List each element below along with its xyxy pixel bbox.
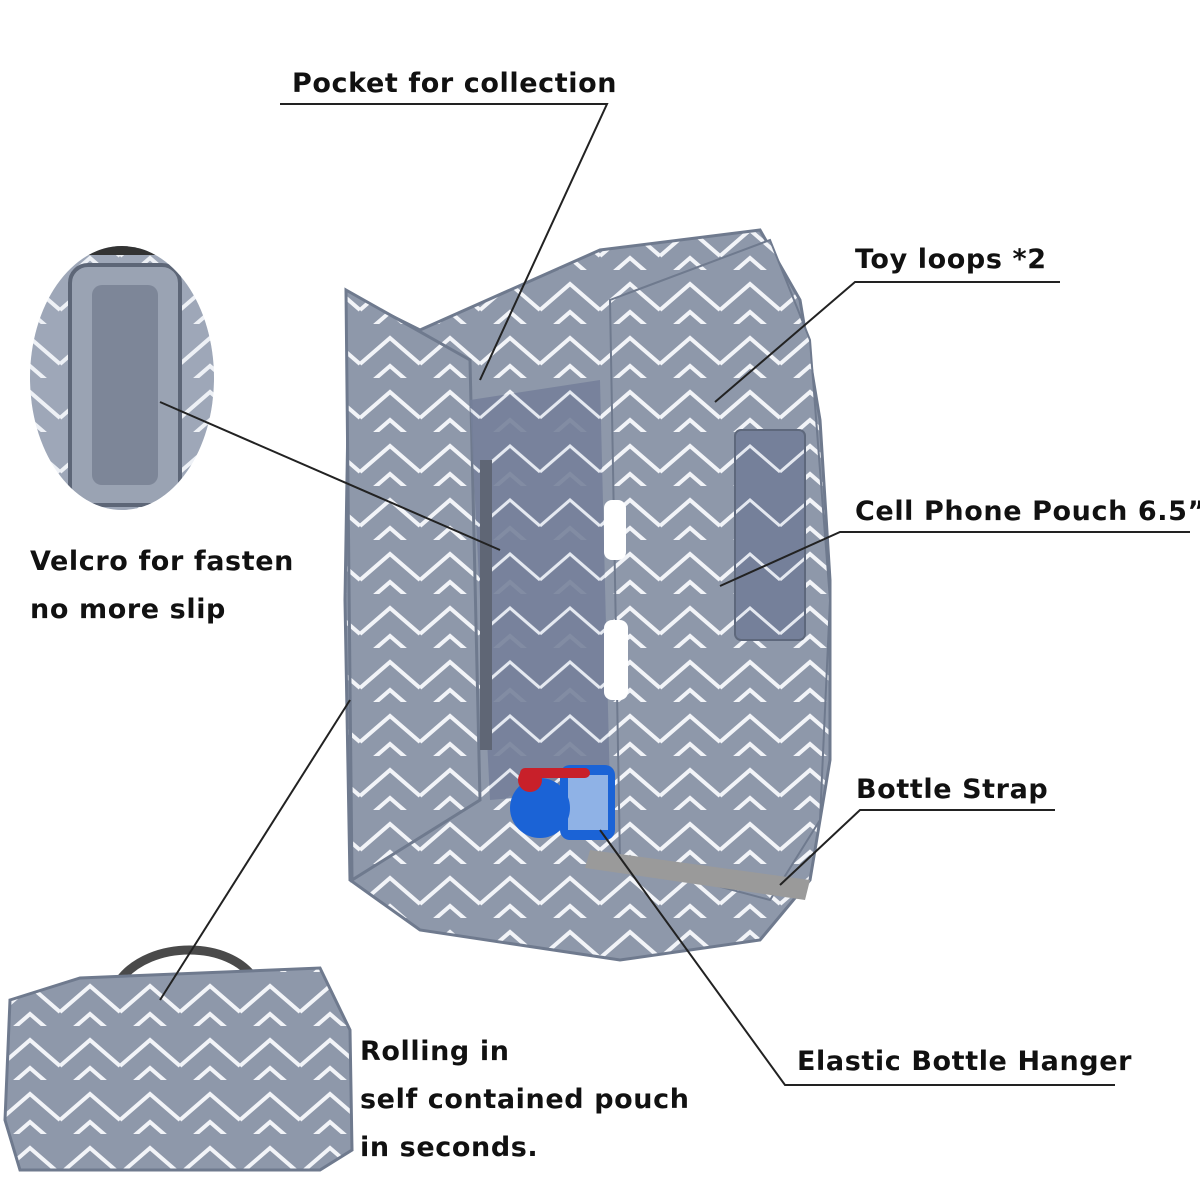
leader-lines <box>159 103 1190 1086</box>
label-velcro: Velcro for fasten no more slip <box>30 538 294 634</box>
label-elastic-bottle-hanger: Elastic Bottle Hanger <box>797 1046 1133 1077</box>
label-velcro-line-2: no more slip <box>30 594 226 625</box>
label-toy-loops: Toy loops *2 <box>855 244 1047 275</box>
label-rolling: Rolling in self contained pouch in secon… <box>360 1028 690 1172</box>
label-rolling-line-3: in seconds. <box>360 1132 539 1163</box>
bottle <box>510 765 615 840</box>
label-velcro-line-1: Velcro for fasten <box>30 546 294 577</box>
label-rolling-line-1: Rolling in <box>360 1036 510 1067</box>
label-cell-phone-pouch: Cell Phone Pouch 6.5” <box>855 496 1200 527</box>
packed-pouch <box>3 945 354 1172</box>
label-pocket-for-collection: Pocket for collection <box>292 68 618 99</box>
label-bottle-strap: Bottle Strap <box>856 774 1049 805</box>
velcro-detail-photo <box>30 246 214 510</box>
label-rolling-line-2: self contained pouch <box>360 1084 690 1115</box>
cart-cover <box>343 228 832 962</box>
